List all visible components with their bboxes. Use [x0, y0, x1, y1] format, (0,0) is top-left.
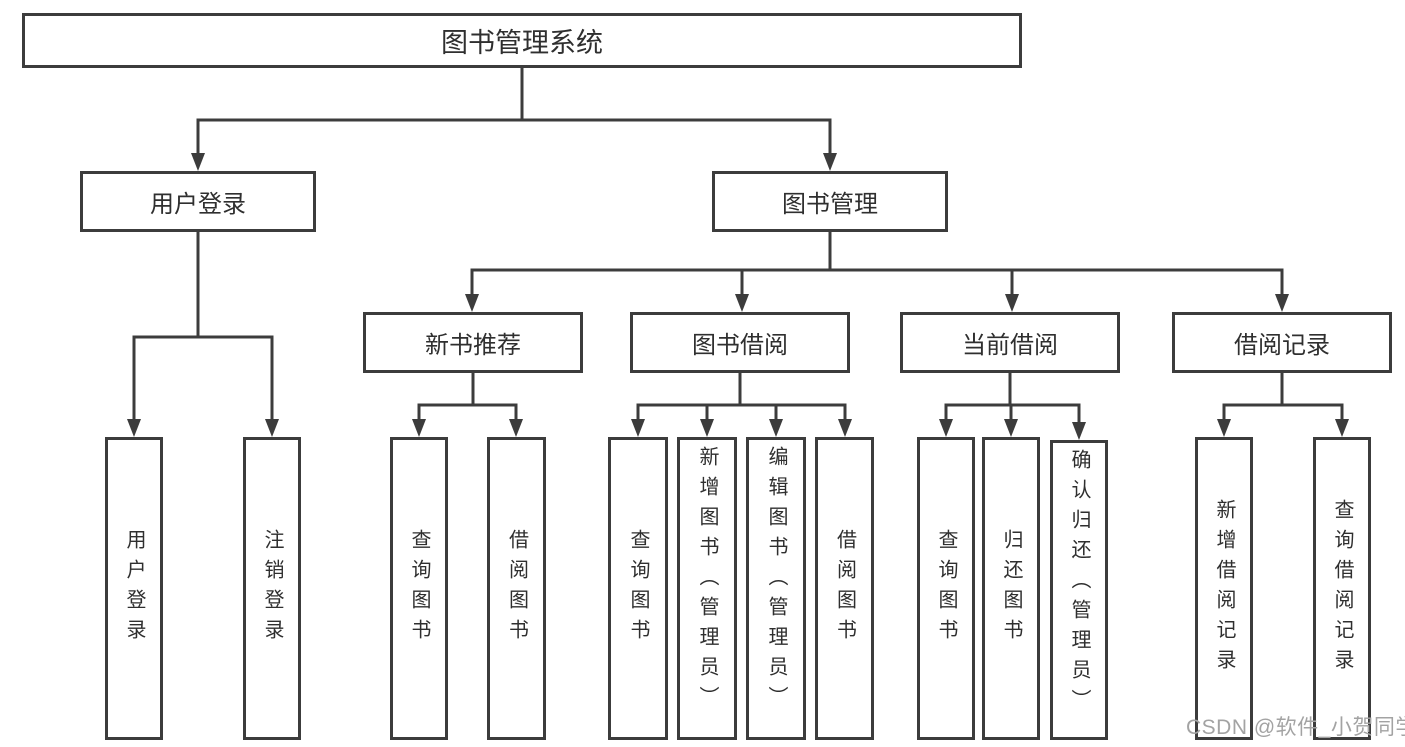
node-borrow-records: 借阅记录	[1172, 312, 1392, 373]
node-library-system: 图书管理系统	[22, 13, 1022, 68]
leaf-borrow-book-label: 借阅图书	[833, 528, 856, 649]
leaf-borrow-edit-admin-label: 编辑图书（管理员）	[765, 446, 787, 716]
leaf-confirm-return-admin-label: 确认归还（管理员）	[1068, 449, 1090, 719]
node-user-login-label: 用户登录	[150, 191, 246, 218]
node-book-borrow: 图书借阅	[630, 312, 850, 373]
leaf-borrow-add-admin: 新增图书（管理员）	[677, 437, 737, 740]
leaf-logout: 注销登录	[243, 437, 301, 740]
leaf-newbook-query-label: 查询图书	[408, 528, 430, 649]
leaf-logout-label: 注销登录	[261, 528, 283, 649]
node-current-borrow: 当前借阅	[900, 312, 1120, 373]
leaf-borrow-edit-admin: 编辑图书（管理员）	[746, 437, 806, 740]
leaf-current-return: 归还图书	[982, 437, 1040, 740]
leaf-borrow-book: 借阅图书	[815, 437, 874, 740]
node-library-system-label: 图书管理系统	[441, 28, 603, 58]
leaf-newbook-borrow: 借阅图书	[487, 437, 546, 740]
leaf-record-query: 查询借阅记录	[1313, 437, 1371, 740]
leaf-record-add-label: 新增借阅记录	[1213, 498, 1235, 679]
node-book-borrow-label: 图书借阅	[692, 332, 788, 359]
leaf-record-add: 新增借阅记录	[1195, 437, 1253, 740]
leaf-current-query: 查询图书	[917, 437, 975, 740]
leaf-borrow-query-label: 查询图书	[627, 528, 649, 649]
leaf-confirm-return-admin: 确认归还（管理员）	[1050, 440, 1108, 740]
csdn-watermark: CSDN @软件_小贺同学	[1186, 716, 1405, 739]
node-new-book-recommend-label: 新书推荐	[425, 332, 521, 359]
leaf-current-query-label: 查询图书	[935, 528, 957, 649]
leaf-current-return-label: 归还图书	[1000, 528, 1022, 649]
leaf-user-login: 用户登录	[105, 437, 163, 740]
node-book-management-label: 图书管理	[782, 191, 878, 218]
node-new-book-recommend: 新书推荐	[363, 312, 583, 373]
leaf-record-query-label: 查询借阅记录	[1331, 498, 1353, 679]
leaf-newbook-borrow-label: 借阅图书	[505, 528, 528, 649]
leaf-newbook-query: 查询图书	[390, 437, 448, 740]
node-user-login: 用户登录	[80, 171, 316, 232]
leaf-user-login-label: 用户登录	[123, 528, 145, 649]
node-borrow-records-label: 借阅记录	[1234, 332, 1330, 359]
leaf-borrow-add-admin-label: 新增图书（管理员）	[696, 446, 718, 716]
leaf-borrow-query: 查询图书	[608, 437, 668, 740]
node-book-management: 图书管理	[712, 171, 948, 232]
node-current-borrow-label: 当前借阅	[962, 332, 1058, 359]
